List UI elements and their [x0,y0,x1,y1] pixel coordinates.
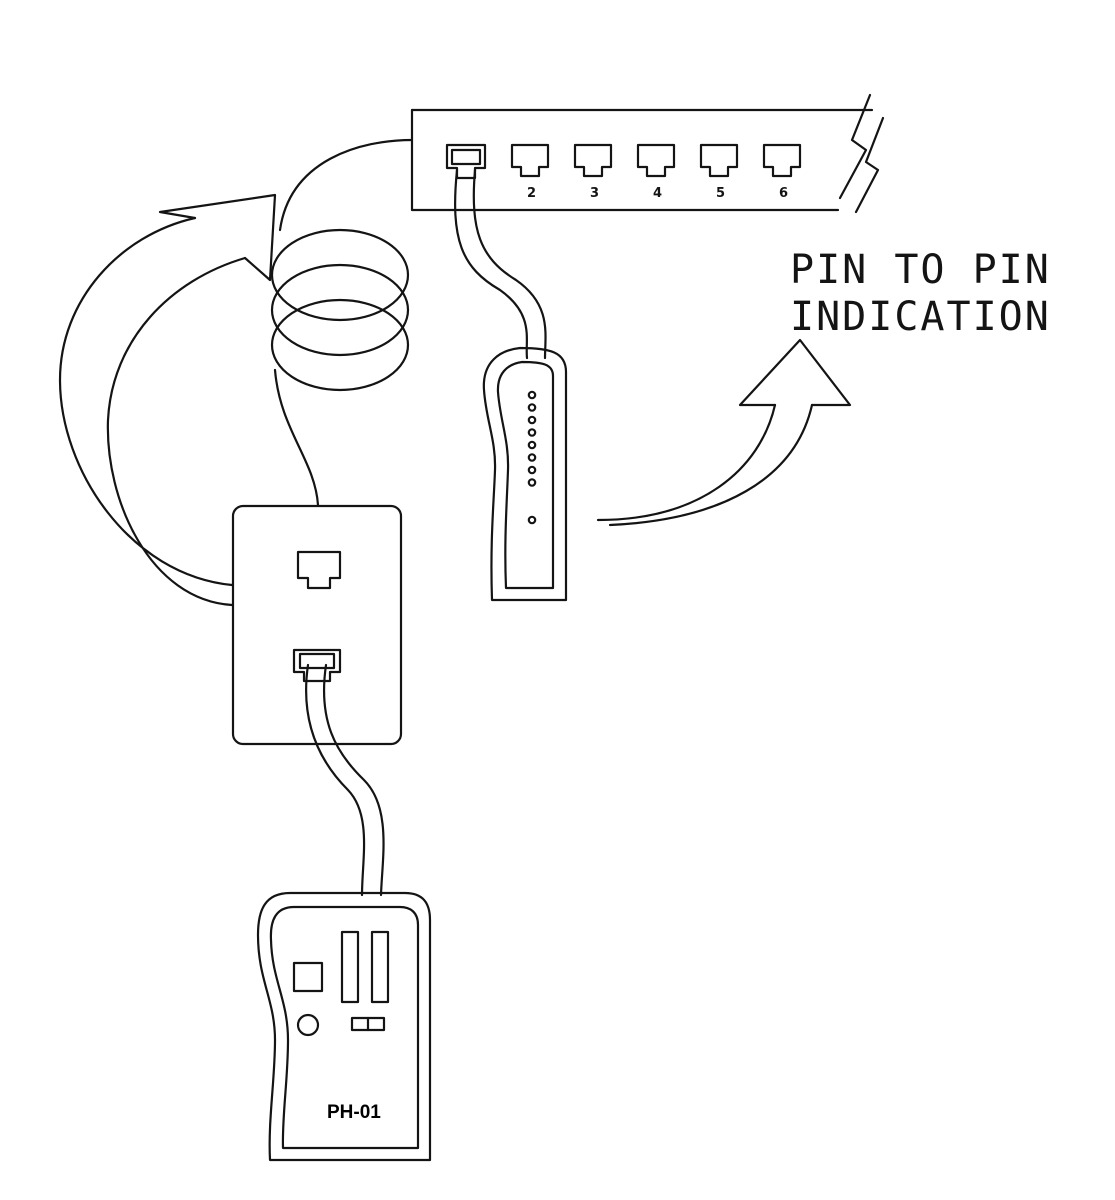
patch-port-6: 6 [762,143,802,201]
tester-model-label: PH-01 [327,1102,381,1123]
led-tester [482,346,568,602]
led-indicator [527,453,537,462]
patch-port-5: 5 [699,143,739,201]
loop-arrow [58,193,277,607]
main-cable [305,663,385,897]
annotation-line-1: PIN TO PIN [790,247,1051,293]
port-number-label: 6 [779,186,788,201]
led-indicator [527,403,537,412]
led-indicator [527,478,537,487]
led-indicator [527,440,537,450]
patch-port-2: 2 [510,143,550,201]
led-indicator [527,515,537,525]
display-square [292,961,324,993]
annotation-line-2: INDICATION [790,294,1051,340]
indicator-slot-2 [370,930,390,1004]
indicator-slot-1 [340,930,360,1004]
patch-panel: 2 3 4 5 6 [410,93,885,214]
patch-port-3: 3 [573,143,613,201]
main-tester: PH-01 [256,891,432,1162]
indication-arrow [596,338,852,527]
port-number-label: 2 [527,186,536,201]
wall-plate [231,504,403,746]
pin-to-pin-indication-label: PIN TO PIN INDICATION [790,247,1051,340]
port-number-label: 4 [653,186,662,201]
led-indicator [527,428,537,437]
wall-jack-top [296,550,342,590]
power-button [296,1013,320,1037]
patch-port-4: 4 [636,143,676,201]
coiled-cable [270,138,414,507]
tester-cable [454,168,547,360]
led-indicator [527,465,537,475]
port-number-label: 3 [590,186,599,201]
wall-jack-bottom [292,648,342,683]
led-indicator [527,415,537,425]
patch-port-1 [445,143,487,180]
led-indicator [527,390,537,400]
port-number-label: 5 [716,186,725,201]
